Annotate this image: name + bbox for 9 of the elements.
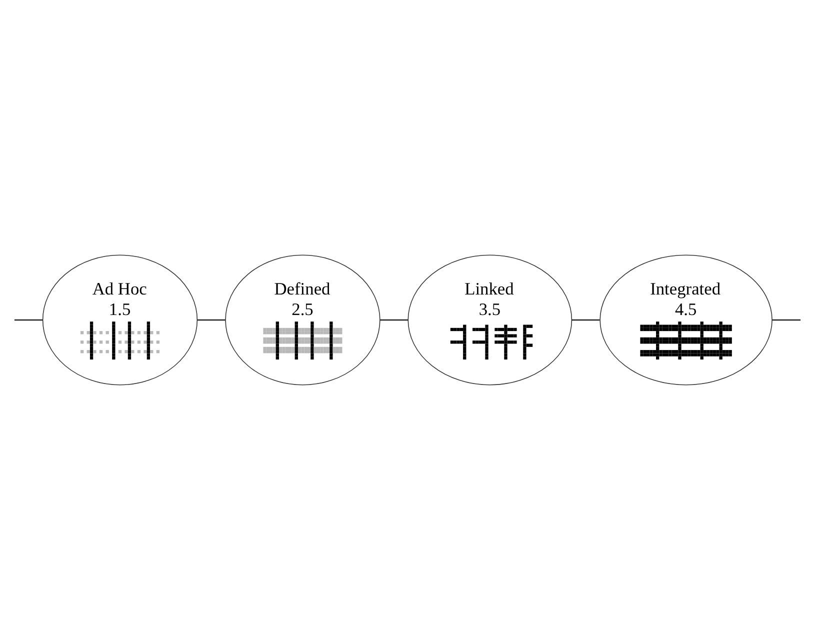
- connector: [380, 318, 408, 320]
- node-ellipse: Integrated 4.5: [600, 254, 772, 385]
- connector: [572, 318, 600, 320]
- connector: [197, 318, 226, 320]
- connector: [14, 318, 43, 320]
- node-ellipse: Defined 2.5: [225, 254, 380, 385]
- node-ellipse: Linked 3.5: [408, 254, 572, 385]
- node-ellipse: Ad Hoc 1.5: [42, 254, 198, 385]
- connector: [772, 318, 801, 320]
